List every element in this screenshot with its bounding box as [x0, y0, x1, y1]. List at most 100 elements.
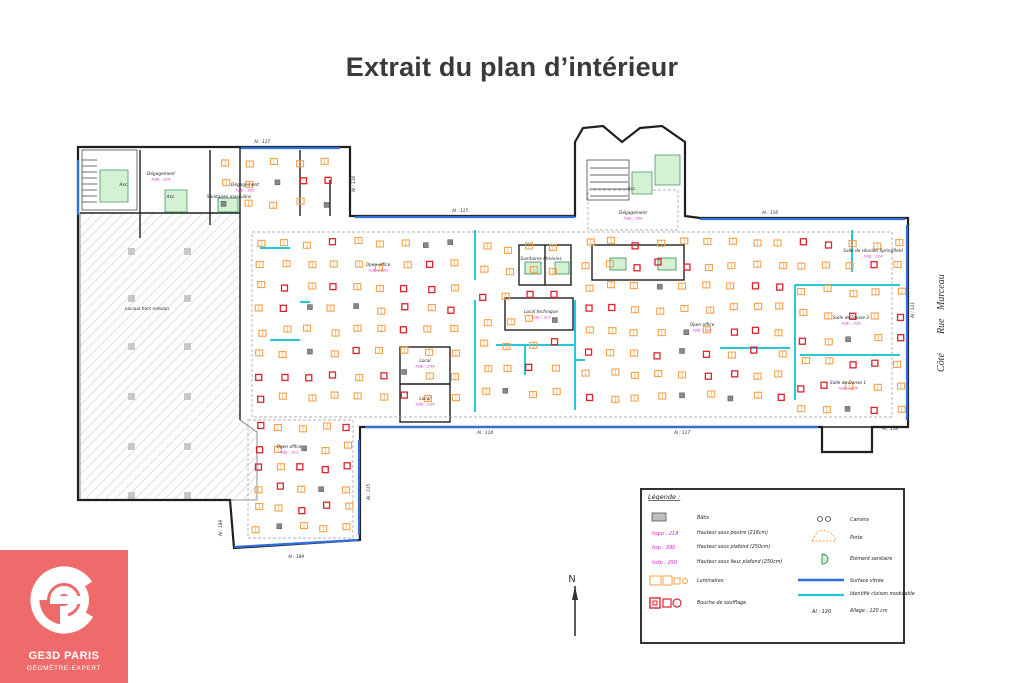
- room-name: Asc.: [119, 182, 129, 188]
- vent: [870, 260, 878, 269]
- room-name: Local technique: [524, 309, 558, 315]
- column: [276, 523, 283, 530]
- legend-label: Surface vitrée: [850, 577, 884, 584]
- vent: [608, 303, 616, 312]
- legend-item: Bouche de soufflage: [649, 597, 746, 609]
- room-name: Local: [419, 358, 431, 364]
- vent: [296, 463, 304, 471]
- vent: [380, 372, 388, 380]
- column: [552, 317, 558, 323]
- column: [447, 239, 453, 245]
- column: [401, 369, 407, 375]
- column: [683, 329, 690, 336]
- vent: [824, 241, 833, 249]
- vent: [849, 312, 857, 320]
- room-height: hsfp : 320: [235, 188, 255, 193]
- room-height: hsfp : 320: [623, 216, 643, 221]
- legend-item: Elément sanitaire: [821, 553, 892, 565]
- column: [845, 336, 851, 343]
- legend-item: Identifié cloison modulable: [798, 590, 915, 597]
- room-name: Sanitaires féminins: [520, 255, 562, 262]
- vent: [342, 423, 350, 432]
- vent: [526, 290, 534, 299]
- vent: [305, 374, 313, 382]
- vent: [276, 482, 285, 490]
- vent: [550, 338, 559, 346]
- legend-label: Hauteur sous faux plafond (250cm): [697, 559, 782, 565]
- room-name: Locaux hors mission: [125, 306, 169, 312]
- room-name: Sanitaires masculins: [207, 194, 252, 200]
- street-label-side: Côté: [936, 353, 947, 372]
- column: [727, 395, 734, 402]
- vent: [322, 501, 331, 509]
- vent: [633, 264, 641, 272]
- room-height: hsfp : 314: [863, 254, 883, 259]
- room-name: Dégagement: [231, 181, 259, 188]
- vent: [299, 177, 308, 185]
- vent: [896, 313, 905, 322]
- edge-label: Al : 189: [218, 520, 223, 537]
- legend-code: hsp : 390: [652, 545, 675, 551]
- legend-code: Al : 120: [811, 609, 831, 615]
- logo-name: GE3D PARIS: [28, 650, 100, 662]
- vent: [550, 290, 558, 299]
- legend-title: Légende :: [648, 493, 680, 501]
- vent: [329, 282, 337, 291]
- legend-label: Bouche de soufflage: [697, 600, 746, 606]
- room-name: Open office: [366, 262, 391, 268]
- vent: [683, 263, 691, 271]
- vent: [343, 462, 351, 470]
- room-height: hsfp : 313: [279, 450, 299, 455]
- vent: [797, 385, 805, 393]
- room-name: Salle de Danse 2: [833, 315, 869, 321]
- vent: [328, 371, 337, 379]
- vent: [820, 381, 828, 389]
- interior-walls: [80, 147, 872, 428]
- vent: [324, 176, 332, 185]
- street-label-type: Rue: [936, 318, 947, 335]
- room-height: hsfp : 319: [838, 386, 858, 391]
- vent: [321, 465, 329, 474]
- edge-label: Al : 116: [351, 176, 356, 193]
- vent: [255, 373, 263, 382]
- vent: [281, 373, 289, 382]
- vent: [750, 346, 758, 354]
- fixtures: [220, 157, 907, 534]
- column: [318, 486, 324, 492]
- north-label: N: [568, 574, 575, 585]
- vent: [798, 337, 807, 345]
- room-name: Asc.: [627, 186, 637, 192]
- room-height: hsfp : 234: [415, 402, 435, 407]
- edge-label: Al : 116: [761, 210, 778, 215]
- legend-item: Porte: [811, 529, 863, 542]
- vent: [585, 393, 594, 402]
- edge-label: Al : 114: [476, 430, 493, 435]
- room-name: Local: [419, 396, 431, 402]
- vent: [280, 284, 289, 292]
- vent: [751, 326, 760, 334]
- logo-mark-icon: [30, 566, 98, 634]
- column: [844, 406, 851, 412]
- room-name: Open office: [690, 322, 715, 328]
- edge-label: Al : 189: [287, 554, 304, 559]
- edge-label: Al : 118: [881, 426, 898, 431]
- column: [307, 348, 313, 355]
- room-height: hsfp : 314: [151, 177, 171, 182]
- staircase: [81, 149, 681, 213]
- vent: [585, 304, 593, 312]
- vent: [257, 395, 265, 403]
- room-name: Dégagement: [619, 209, 647, 216]
- legend-label: Hauteur sous poutre (218cm): [697, 530, 768, 536]
- vent: [352, 346, 360, 355]
- vent: [525, 363, 533, 371]
- vent: [777, 393, 785, 402]
- vent: [631, 242, 639, 250]
- vent: [425, 260, 434, 269]
- edge-label: Al : 121: [910, 302, 915, 319]
- vent: [731, 370, 739, 378]
- vent: [849, 361, 857, 369]
- vent: [399, 284, 408, 293]
- vent: [776, 283, 784, 291]
